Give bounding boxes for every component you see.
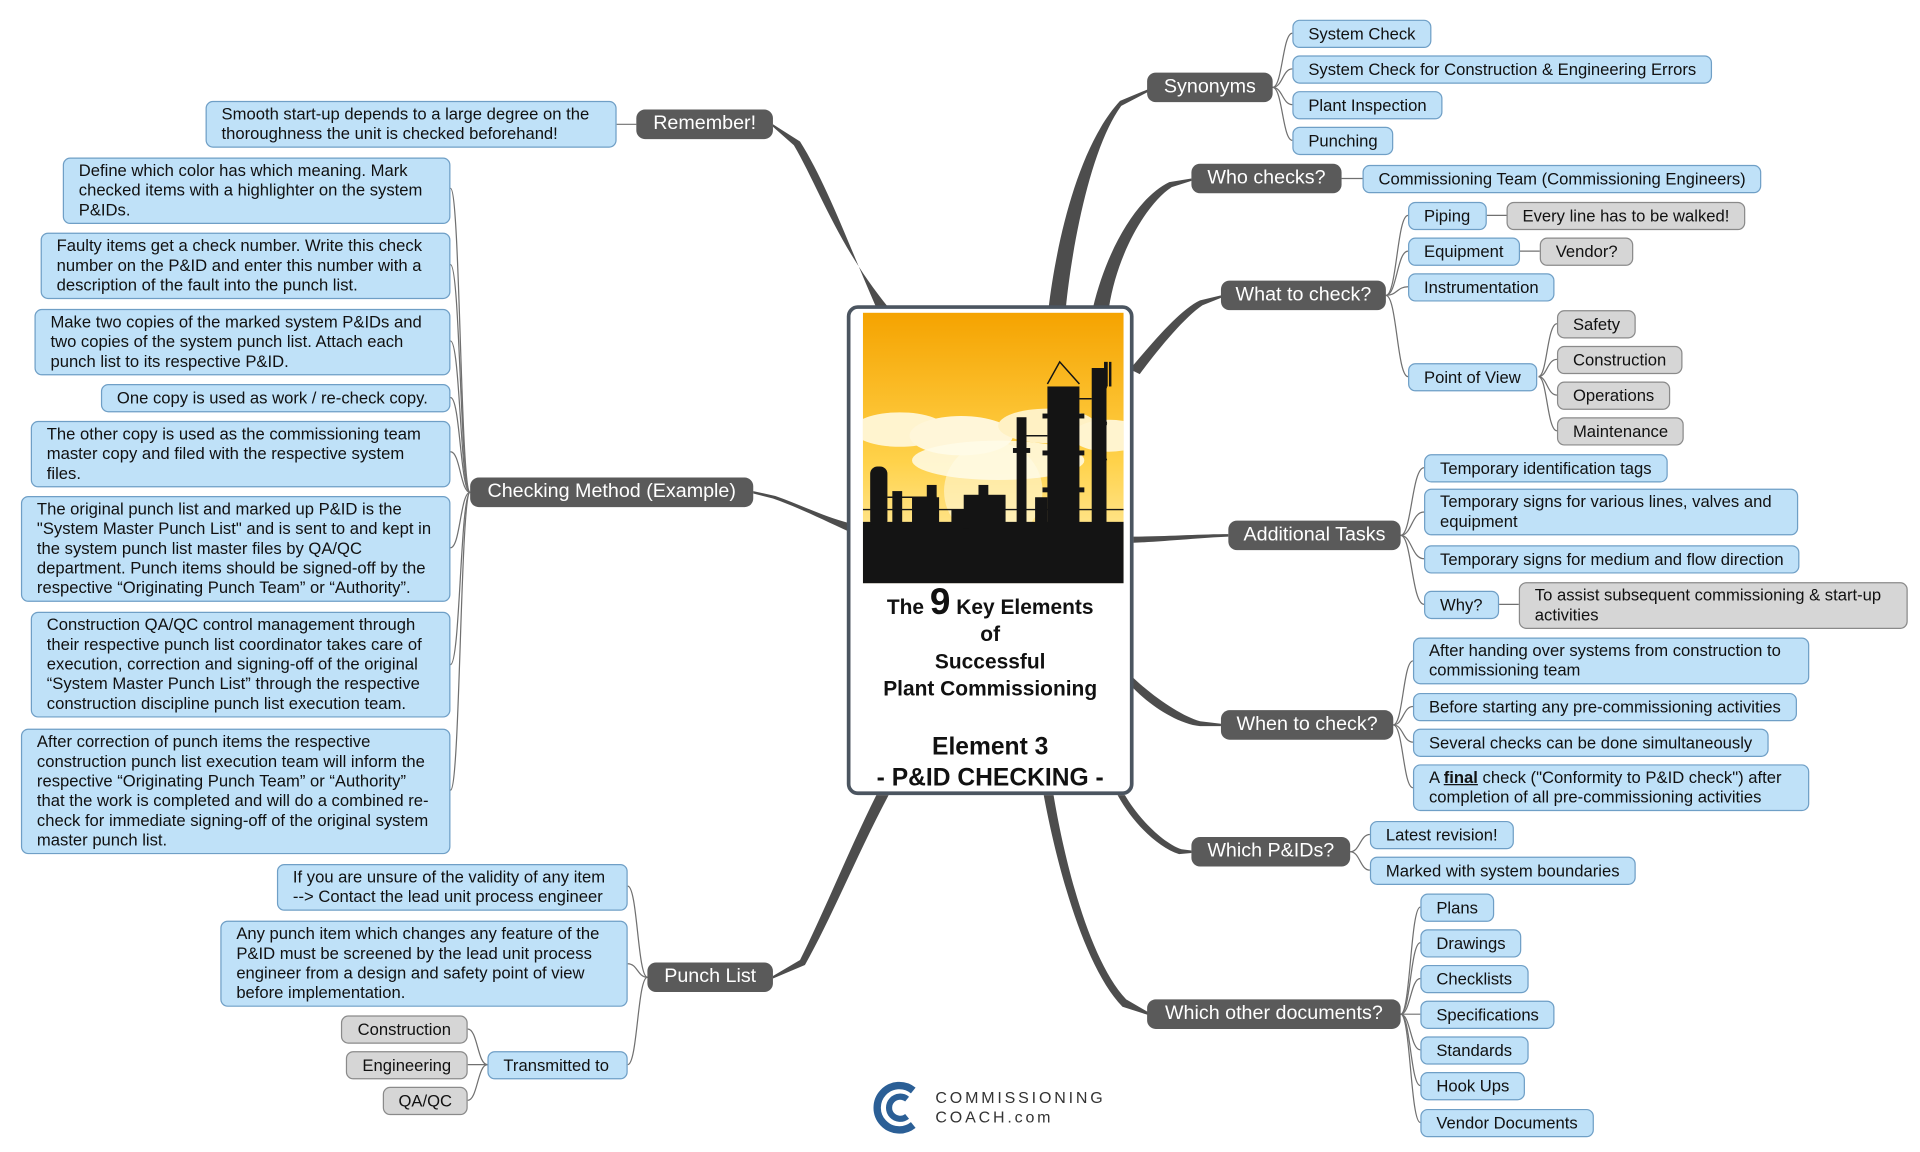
- final-check-c: check ("Conformity to P&ID check") after…: [1428, 768, 1782, 807]
- topic-punch-list[interactable]: Punch List: [647, 962, 773, 993]
- document-item[interactable]: Specifications: [1420, 1000, 1555, 1029]
- pid-item[interactable]: Marked with system boundaries: [1369, 856, 1636, 885]
- document-item[interactable]: Vendor Documents: [1420, 1108, 1594, 1138]
- refinery-sunset-image: [862, 312, 1124, 584]
- method-step[interactable]: The other copy is used as the commission…: [30, 420, 451, 488]
- method-step[interactable]: The original punch list and marked up P&…: [20, 496, 451, 602]
- when-item[interactable]: After handing over systems from construc…: [1412, 637, 1810, 685]
- topic-other-documents[interactable]: Which other documents?: [1147, 999, 1401, 1029]
- pov-item[interactable]: Construction: [1556, 345, 1683, 375]
- punch-transmitted-to[interactable]: Transmitted to: [487, 1051, 628, 1080]
- final-check-text: A final check ("Conformity to P&ID check…: [1429, 768, 1793, 807]
- pov-item[interactable]: Operations: [1556, 381, 1671, 410]
- topic-additional-tasks[interactable]: Additional Tasks: [1228, 520, 1401, 551]
- synonym-item[interactable]: Plant Inspection: [1292, 91, 1443, 120]
- additional-item[interactable]: Temporary signs for medium and flow dire…: [1424, 545, 1800, 574]
- central-title: The 9 Key Elements of Successful Plant C…: [850, 584, 1129, 703]
- logo-text-line2: COACH.com: [935, 1107, 1054, 1127]
- additional-item-why[interactable]: Why?: [1424, 590, 1499, 620]
- what-item-equipment[interactable]: Equipment: [1408, 237, 1520, 266]
- synonym-item[interactable]: Punching: [1292, 126, 1394, 156]
- what-item-instrumentation[interactable]: Instrumentation: [1408, 273, 1555, 302]
- title-key-elements: Key Elements: [956, 595, 1094, 620]
- why-note[interactable]: To assist subsequent commissioning & sta…: [1518, 582, 1908, 629]
- title-successful: Successful: [934, 649, 1046, 674]
- transmitted-item[interactable]: Construction: [340, 1015, 468, 1044]
- additional-item[interactable]: Temporary signs for various lines, valve…: [1424, 488, 1799, 536]
- synonym-item[interactable]: System Check for Construction & Engineer…: [1292, 55, 1713, 84]
- title-nine: 9: [929, 582, 951, 623]
- element-number: Element 3: [932, 733, 1049, 761]
- topic-which-pids[interactable]: Which P&IDs?: [1191, 836, 1351, 867]
- final-check-a: A: [1428, 768, 1444, 787]
- who-item[interactable]: Commissioning Team (Commissioning Engine…: [1362, 164, 1762, 194]
- document-item[interactable]: Hook Ups: [1420, 1072, 1526, 1101]
- piping-note[interactable]: Every line has to be walked!: [1506, 201, 1746, 231]
- commissioning-coach-logo[interactable]: COMMISSIONING COACH.com: [871, 1081, 1117, 1135]
- logo-text-line1: COMMISSIONING: [935, 1088, 1106, 1107]
- synonym-item[interactable]: System Check: [1292, 19, 1432, 49]
- method-step[interactable]: Make two copies of the marked system P&I…: [34, 308, 451, 376]
- title-of: of: [980, 622, 1001, 647]
- pov-item[interactable]: Safety: [1556, 310, 1637, 339]
- title-plant-commissioning: Plant Commissioning: [883, 676, 1098, 701]
- when-item[interactable]: Before starting any pre-commissioning ac…: [1412, 692, 1797, 722]
- method-step[interactable]: After correction of punch items the resp…: [20, 728, 451, 855]
- element-subtitle: - P&ID CHECKING -: [876, 764, 1104, 792]
- topic-who-checks[interactable]: Who checks?: [1191, 163, 1342, 194]
- document-item[interactable]: Plans: [1420, 893, 1494, 922]
- title-the: The: [886, 595, 925, 620]
- when-item-final-check[interactable]: A final check ("Conformity to P&ID check…: [1412, 764, 1810, 812]
- topic-remember[interactable]: Remember!: [636, 109, 773, 140]
- topic-what-to-check[interactable]: What to check?: [1220, 280, 1386, 311]
- document-item[interactable]: Standards: [1420, 1036, 1529, 1065]
- central-element: Element 3 - P&ID CHECKING -: [850, 732, 1129, 794]
- equipment-note[interactable]: Vendor?: [1539, 237, 1634, 266]
- pid-item[interactable]: Latest revision!: [1369, 820, 1514, 850]
- central-topic-card: The 9 Key Elements of Successful Plant C…: [846, 305, 1134, 796]
- topic-checking-method[interactable]: Checking Method (Example): [470, 477, 754, 508]
- additional-item[interactable]: Temporary identification tags: [1424, 454, 1668, 483]
- method-step[interactable]: Define which color has which meaning. Ma…: [62, 157, 451, 225]
- what-item-piping[interactable]: Piping: [1408, 201, 1487, 231]
- remember-item[interactable]: Smooth start-up depends to a large degre…: [205, 100, 617, 148]
- when-item[interactable]: Several checks can be done simultaneousl…: [1412, 728, 1769, 757]
- document-item[interactable]: Drawings: [1420, 929, 1522, 958]
- pov-item[interactable]: Maintenance: [1556, 417, 1685, 446]
- transmitted-item[interactable]: Engineering: [345, 1051, 468, 1080]
- cc-logo-icon: [873, 1081, 916, 1134]
- punch-item[interactable]: Any punch item which changes any feature…: [220, 920, 628, 1007]
- transmitted-item[interactable]: QA/QC: [382, 1086, 468, 1116]
- what-item-point-of-view[interactable]: Point of View: [1408, 363, 1537, 392]
- topic-when-to-check[interactable]: When to check?: [1220, 710, 1394, 740]
- method-step[interactable]: Construction QA/QC control management th…: [30, 611, 451, 718]
- final-check-emphasis: final: [1443, 768, 1478, 787]
- method-step[interactable]: Faulty items get a check number. Write t…: [40, 232, 451, 300]
- document-item[interactable]: Checklists: [1420, 964, 1529, 994]
- punch-item[interactable]: If you are unsure of the validity of any…: [276, 864, 628, 911]
- method-step[interactable]: One copy is used as work / re-check copy…: [100, 384, 451, 413]
- topic-synonyms[interactable]: Synonyms: [1147, 72, 1273, 103]
